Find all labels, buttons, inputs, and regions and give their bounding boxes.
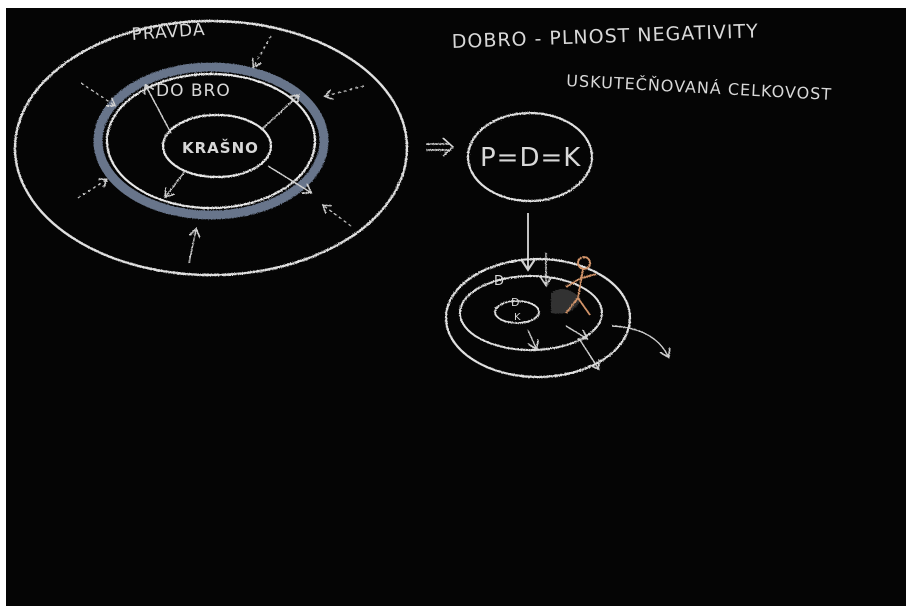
middle-ring-outline — [105, 72, 317, 210]
label-pravda: PRAVDA — [131, 20, 206, 45]
stick-figure — [565, 256, 597, 316]
outward-arrows — [146, 86, 310, 196]
chalkboard: PRAVDA DO BRO KRAŠNO P=D=K DOBRO - PLNOS… — [6, 8, 906, 606]
middle-ring-dobro — [93, 62, 329, 220]
chalk-drawing: PRAVDA DO BRO KRAŠNO P=D=K DOBRO - PLNOS… — [13, 19, 833, 379]
heading-line-1: DOBRO - PLNOST NEGATIVITY — [451, 20, 759, 53]
label-dobro: DO BRO — [156, 81, 231, 101]
small-outer-ring — [444, 257, 632, 379]
label-small-d: D — [494, 274, 505, 289]
inward-arrows-solid — [188, 230, 196, 264]
equation-ellipse — [466, 111, 594, 203]
label-equation: P=D=K — [480, 143, 581, 173]
label-small-inner-d: D — [511, 296, 520, 309]
label-small-inner-k: K — [514, 312, 522, 323]
label-krasno: KRAŠNO — [182, 138, 259, 157]
inward-arrows — [77, 35, 365, 227]
small-inner-ring — [494, 300, 540, 324]
small-arrows — [527, 253, 668, 368]
heading-line-2: USKUTEČŇOVANÁ CELKOVOST — [566, 71, 833, 104]
inner-ring-krasno — [161, 113, 273, 179]
small-diagram — [444, 253, 668, 379]
implies-arrow — [426, 137, 455, 157]
nested-circles-diagram — [13, 19, 409, 277]
chalk-smudge — [551, 289, 581, 314]
outer-ring-pravda — [13, 19, 409, 277]
